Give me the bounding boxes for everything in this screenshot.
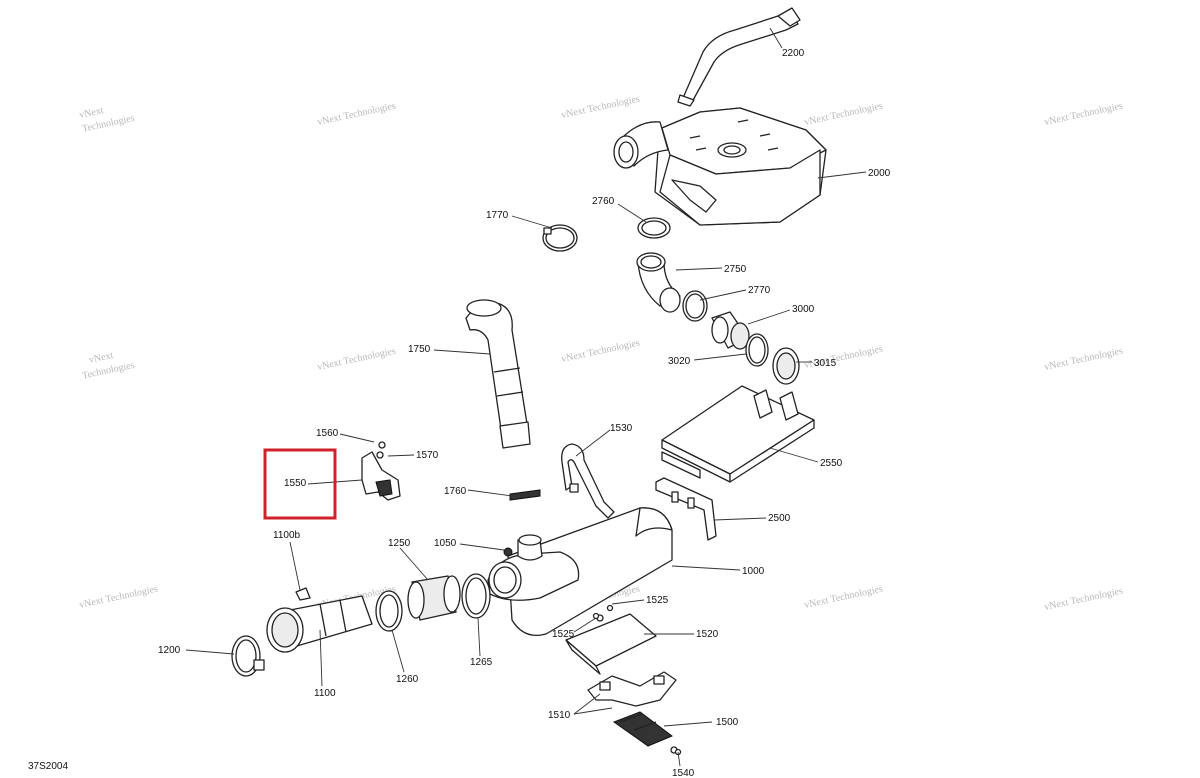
watermark: vNext Technologies bbox=[1043, 586, 1124, 613]
watermark-text: vNext bbox=[78, 105, 104, 121]
part-2550-cover[interactable] bbox=[661, 385, 815, 483]
callout-1200[interactable]: 1200 bbox=[158, 645, 181, 656]
callout-3020[interactable]: 3020 bbox=[668, 356, 691, 367]
part-1200-clamp[interactable] bbox=[231, 635, 265, 677]
callout-1525[interactable]: 1525 bbox=[552, 629, 575, 640]
callout-1000[interactable]: 1000 bbox=[742, 566, 765, 577]
part-1530-strap[interactable] bbox=[561, 443, 615, 519]
highlight-box-1550 bbox=[263, 448, 337, 520]
callout-1770[interactable]: 1770 bbox=[486, 210, 509, 221]
callout-1265[interactable]: 1265 bbox=[470, 657, 493, 668]
part-1770-clamp[interactable] bbox=[542, 224, 578, 252]
callout-1750[interactable]: 1750 bbox=[408, 344, 431, 355]
callout-2200[interactable]: 2200 bbox=[782, 48, 805, 59]
callout-2000[interactable]: 2000 bbox=[868, 168, 891, 179]
part-1100b-clip[interactable] bbox=[295, 587, 311, 601]
callout-2500[interactable]: 2500 bbox=[768, 513, 791, 524]
callout-1050[interactable]: 1050 bbox=[434, 538, 457, 549]
part-1520-heatshield[interactable] bbox=[565, 613, 657, 675]
part-2750-elbow[interactable] bbox=[636, 252, 681, 313]
watermark: vNext Technologies bbox=[78, 105, 135, 135]
part-1100-tailpipe[interactable] bbox=[266, 595, 373, 653]
part-1510-bracket[interactable] bbox=[587, 671, 677, 707]
watermark-text: vNext Technologies bbox=[316, 101, 397, 128]
part-2000-airbox[interactable] bbox=[613, 107, 827, 226]
callout-1520[interactable]: 1520 bbox=[696, 629, 719, 640]
callout-1500[interactable]: 1500 bbox=[716, 717, 739, 728]
watermark-text: vNext Technologies bbox=[560, 94, 641, 121]
watermark-text: vNext Technologies bbox=[78, 584, 159, 611]
callout-1540[interactable]: 1540 bbox=[672, 768, 695, 778]
callout-1530[interactable]: 1530 bbox=[610, 423, 633, 434]
watermark-text: vNext Technologies bbox=[803, 101, 884, 128]
part-1525-screw[interactable] bbox=[606, 604, 614, 612]
part-1760-clip[interactable] bbox=[509, 489, 541, 501]
callout-2550[interactable]: 2550 bbox=[820, 458, 843, 469]
part-2500-bracket[interactable] bbox=[655, 477, 717, 541]
part-1050-nut[interactable] bbox=[503, 547, 513, 557]
watermark: vNext Technologies bbox=[81, 350, 135, 382]
part-1525-screw[interactable] bbox=[592, 612, 600, 620]
watermark-text: vNext Technologies bbox=[560, 338, 641, 365]
part-1260-clamp[interactable] bbox=[375, 590, 403, 632]
callout-1560[interactable]: 1560 bbox=[316, 428, 339, 439]
callout-labels: 2200 2000 2760 1770 2750 2770 3000 1750 … bbox=[158, 48, 891, 778]
watermark-text: vNext Technologies bbox=[1043, 101, 1124, 128]
part-1550-bracket[interactable] bbox=[361, 441, 401, 501]
watermark: vNext Technologies bbox=[1043, 346, 1124, 373]
callout-1250[interactable]: 1250 bbox=[388, 538, 411, 549]
callout-1525[interactable]: 1525 bbox=[646, 595, 669, 606]
callout-2770[interactable]: 2770 bbox=[748, 285, 771, 296]
callout-2750[interactable]: 2750 bbox=[724, 264, 747, 275]
callout-1760[interactable]: 1760 bbox=[444, 486, 467, 497]
watermark-text: vNext bbox=[88, 350, 114, 366]
part-3020-clamp[interactable] bbox=[745, 333, 769, 367]
watermark: vNext Technologies bbox=[1043, 101, 1124, 128]
watermark: vNext Technologies bbox=[316, 101, 397, 128]
watermark-text: vNext Technologies bbox=[803, 584, 884, 611]
part-1750-duct[interactable] bbox=[465, 299, 531, 449]
part-3000-coupler[interactable] bbox=[711, 311, 750, 350]
callout-1550[interactable]: 1550 bbox=[284, 478, 307, 489]
callout-3015[interactable]: 3015 bbox=[814, 358, 837, 369]
watermark: vNext Technologies bbox=[803, 584, 884, 611]
part-1000-muffler[interactable] bbox=[487, 507, 673, 637]
watermark: vNext Technologies bbox=[560, 94, 641, 121]
part-2770-clamp[interactable] bbox=[682, 290, 708, 322]
leader-lines bbox=[185, 27, 867, 767]
part-2760-clamp[interactable] bbox=[637, 217, 671, 239]
watermark: vNext Technologies bbox=[78, 584, 159, 611]
part-1500-pad[interactable] bbox=[612, 711, 678, 754]
diagram-reference-code: 37S2004 bbox=[28, 761, 68, 772]
callout-1100b[interactable]: 1100b bbox=[273, 530, 301, 541]
watermark: vNext Technologies bbox=[316, 346, 397, 373]
watermark: vNext Technologies bbox=[803, 101, 884, 128]
callout-2760[interactable]: 2760 bbox=[592, 196, 615, 207]
callout-1510[interactable]: 1510 bbox=[548, 710, 571, 721]
part-1250-sleeve[interactable] bbox=[407, 575, 461, 621]
callout-3000[interactable]: 3000 bbox=[792, 304, 815, 315]
watermark-text: vNext Technologies bbox=[1043, 586, 1124, 613]
watermark-text: vNext Technologies bbox=[316, 346, 397, 373]
callout-1260[interactable]: 1260 bbox=[396, 674, 419, 685]
watermark-text: vNext Technologies bbox=[1043, 346, 1124, 373]
part-2200-strap[interactable] bbox=[677, 7, 801, 107]
callout-1100[interactable]: 1100 bbox=[314, 688, 336, 699]
part-1265-clamp[interactable] bbox=[461, 573, 491, 619]
part-3015-ring[interactable] bbox=[772, 347, 800, 385]
callout-1570[interactable]: 1570 bbox=[416, 450, 439, 461]
watermark: vNext Technologies bbox=[560, 338, 641, 365]
